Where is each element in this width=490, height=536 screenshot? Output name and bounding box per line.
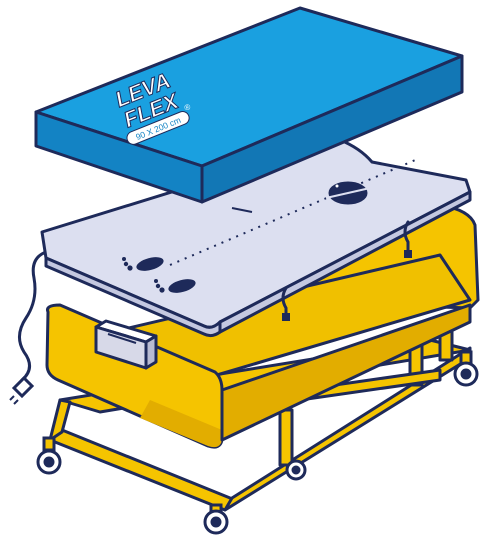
power-cable	[19, 252, 46, 380]
frame-post-1	[280, 410, 292, 465]
wheel-back-mid	[287, 461, 305, 479]
power-plug-icon	[10, 378, 32, 404]
sensor-disc-icon	[326, 183, 370, 203]
